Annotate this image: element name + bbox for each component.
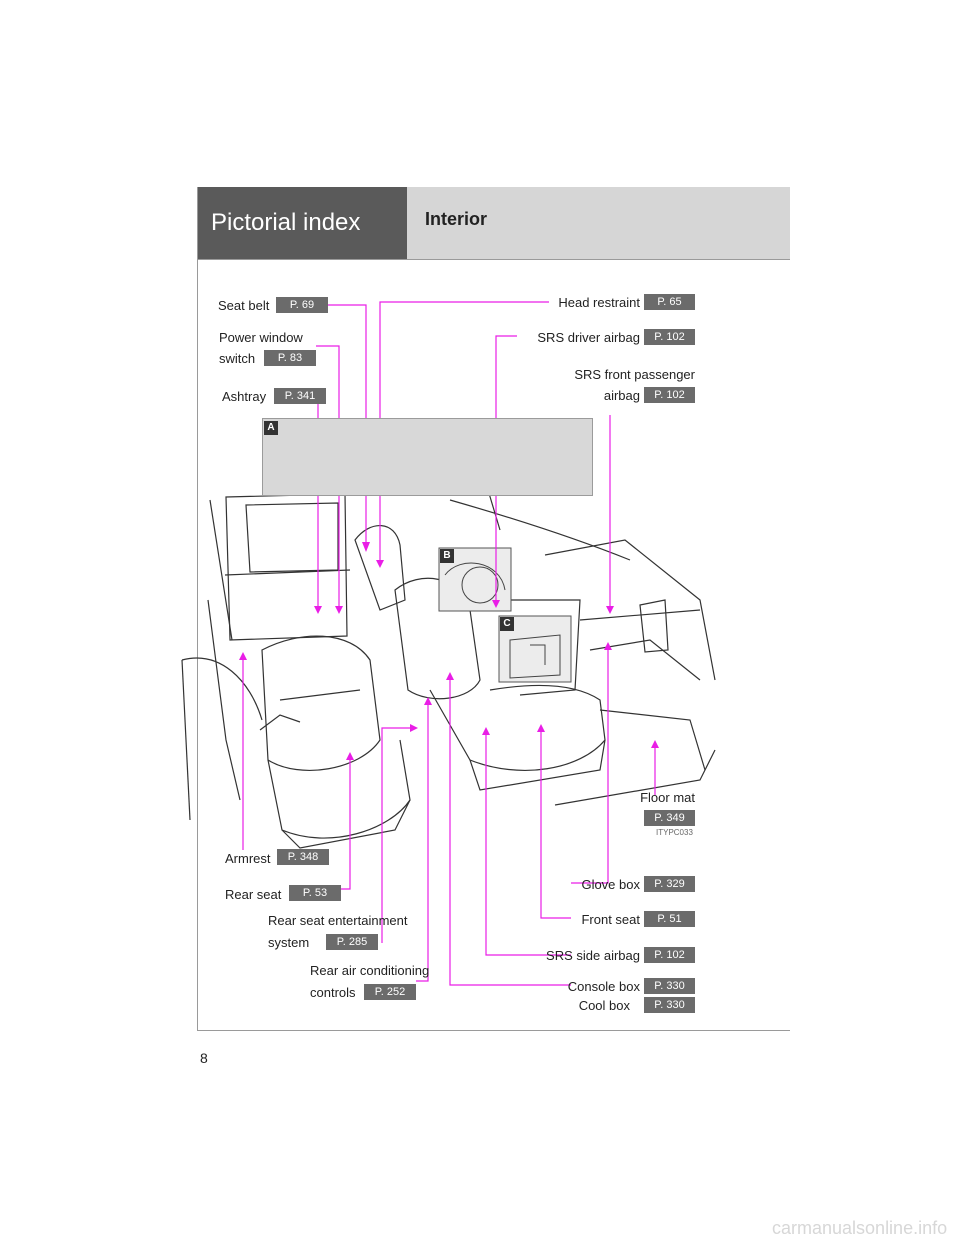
footer-watermark: carmanualsonline.info: [772, 1218, 948, 1238]
callout-console-box-label: Console box: [567, 979, 640, 994]
callout-srs-passenger-page[interactable]: P. 102: [644, 387, 695, 403]
callout-console-box-page[interactable]: P. 330: [644, 978, 695, 994]
callout-rear-seat-page[interactable]: P. 53: [289, 885, 341, 901]
callout-head-restraint-label: Head restraint: [558, 295, 640, 310]
figure-code: ITYPC033: [656, 828, 693, 837]
callout-head-restraint-page[interactable]: P. 65: [644, 294, 695, 310]
section-header: Pictorial index: [197, 187, 407, 259]
leader-arrowheads: [239, 542, 659, 760]
page-title: Interior: [425, 209, 488, 229]
callout-ashtray-page[interactable]: P. 341: [274, 388, 326, 404]
callout-armrest-page[interactable]: P. 348: [277, 849, 329, 865]
callout-srs-passenger-label-1: SRS front passenger: [574, 367, 695, 382]
callout-power-window-label-1: Power window: [219, 330, 303, 345]
inset-c-console: [498, 615, 572, 683]
callout-rear-ent-label-1: Rear seat entertainment: [268, 913, 408, 928]
callout-front-seat-label: Front seat: [581, 912, 640, 927]
callout-srs-passenger-label-2: airbag: [603, 388, 640, 403]
callout-cool-box-page[interactable]: P. 330: [644, 997, 695, 1013]
callout-floor-mat-label: Floor mat: [640, 790, 695, 805]
inset-a-panel: [262, 418, 593, 496]
section-title: Pictorial index: [211, 209, 361, 236]
callout-rear-ent-page[interactable]: P. 285: [326, 934, 378, 950]
callout-rear-ac-page[interactable]: P. 252: [364, 984, 416, 1000]
callout-rear-ac-label-1: Rear air conditioning: [310, 963, 430, 978]
callout-power-window-label-2: switch: [219, 351, 256, 366]
callout-srs-side-page[interactable]: P. 102: [644, 947, 695, 963]
callout-rear-seat-label: Rear seat: [225, 887, 282, 902]
callout-floor-mat-page[interactable]: P. 349: [644, 810, 695, 826]
callout-power-window-page[interactable]: P. 83: [264, 350, 316, 366]
callout-ashtray-label: Ashtray: [222, 389, 267, 404]
callout-armrest-label: Armrest: [225, 851, 271, 866]
callout-srs-side-label: SRS side airbag: [546, 948, 640, 963]
left-border: [197, 187, 198, 1030]
inset-tag-c: C: [500, 617, 514, 631]
callout-cool-box-label: Cool box: [578, 998, 630, 1013]
callout-seat-belt-page[interactable]: P. 69: [276, 297, 328, 313]
callout-srs-driver-page[interactable]: P. 102: [644, 329, 695, 345]
inset-tag-a: A: [264, 421, 278, 435]
callout-rear-ent-label-2: system: [268, 935, 310, 950]
callout-seat-belt-label: Seat belt: [218, 298, 270, 313]
bottom-border: [197, 1030, 790, 1031]
page-header: Interior: [407, 187, 790, 259]
callout-glove-box-label: Glove box: [581, 877, 640, 892]
callout-front-seat-page[interactable]: P. 51: [644, 911, 695, 927]
callout-glove-box-page[interactable]: P. 329: [644, 876, 695, 892]
callout-rear-ac-label-2: controls: [310, 985, 356, 1000]
callout-srs-driver-label: SRS driver airbag: [537, 330, 640, 345]
header-divider: [197, 259, 790, 260]
page-number: 8: [200, 1050, 208, 1066]
inset-tag-b: B: [440, 549, 454, 563]
